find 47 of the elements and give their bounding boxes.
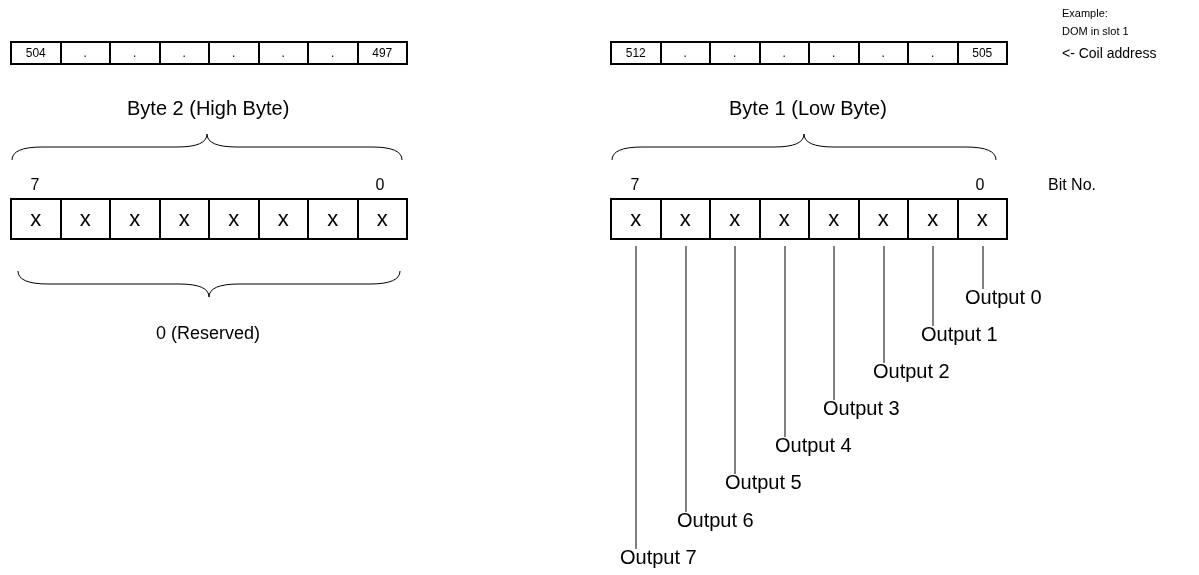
bit-value: x xyxy=(709,198,761,240)
leader-line xyxy=(833,245,835,401)
leader-line xyxy=(734,245,736,475)
byte-title: Byte 2 (High Byte) xyxy=(127,98,290,118)
bit-value: x xyxy=(956,198,1008,240)
coil-address: 504 xyxy=(10,41,62,65)
output-label: Output 5 xyxy=(725,472,802,492)
leader-line xyxy=(883,245,885,364)
output-label: Output 4 xyxy=(775,435,852,455)
output-label: Output 2 xyxy=(873,361,950,381)
bit-value: x xyxy=(659,198,711,240)
bit-value: x xyxy=(257,198,309,240)
bit-value: x xyxy=(610,198,662,240)
bit-value: x xyxy=(109,198,161,240)
leader-line xyxy=(982,245,984,290)
bit-value: x xyxy=(158,198,210,240)
bit-value: x xyxy=(758,198,810,240)
bit-value: x xyxy=(10,198,62,240)
coil-address: 497 xyxy=(356,41,408,65)
output-label: Output 6 xyxy=(677,510,754,530)
output-label: Output 3 xyxy=(823,398,900,418)
output-label: Output 7 xyxy=(620,547,697,567)
bit-value: x xyxy=(356,198,408,240)
output-label: Output 0 xyxy=(965,287,1042,307)
bit-number: 0 xyxy=(375,177,385,193)
output-label: Output 1 xyxy=(921,324,998,344)
bit-number: 0 xyxy=(975,177,985,193)
reserved-label: 0 (Reserved) xyxy=(156,324,261,342)
coil-address: 505 xyxy=(956,41,1008,65)
bit-value: x xyxy=(907,198,959,240)
byte-title: Byte 1 (Low Byte) xyxy=(729,98,887,118)
leader-line xyxy=(685,245,687,513)
note-text: DOM in slot 1 xyxy=(1062,25,1129,37)
bit-value: x xyxy=(59,198,111,240)
leader-line xyxy=(635,245,637,550)
leader-line xyxy=(784,245,786,438)
bit-number-caption: Bit No. xyxy=(1048,177,1096,193)
bit-value: x xyxy=(808,198,860,240)
coil-address-caption: <- Coil address xyxy=(1062,46,1157,60)
bit-number: 7 xyxy=(30,177,40,193)
bit-value: x xyxy=(307,198,359,240)
coil-address: 512 xyxy=(610,41,662,65)
bit-number: 7 xyxy=(630,177,640,193)
bit-value: x xyxy=(208,198,260,240)
note-text: Example: xyxy=(1062,7,1108,19)
leader-line xyxy=(932,245,934,327)
bit-value: x xyxy=(857,198,909,240)
